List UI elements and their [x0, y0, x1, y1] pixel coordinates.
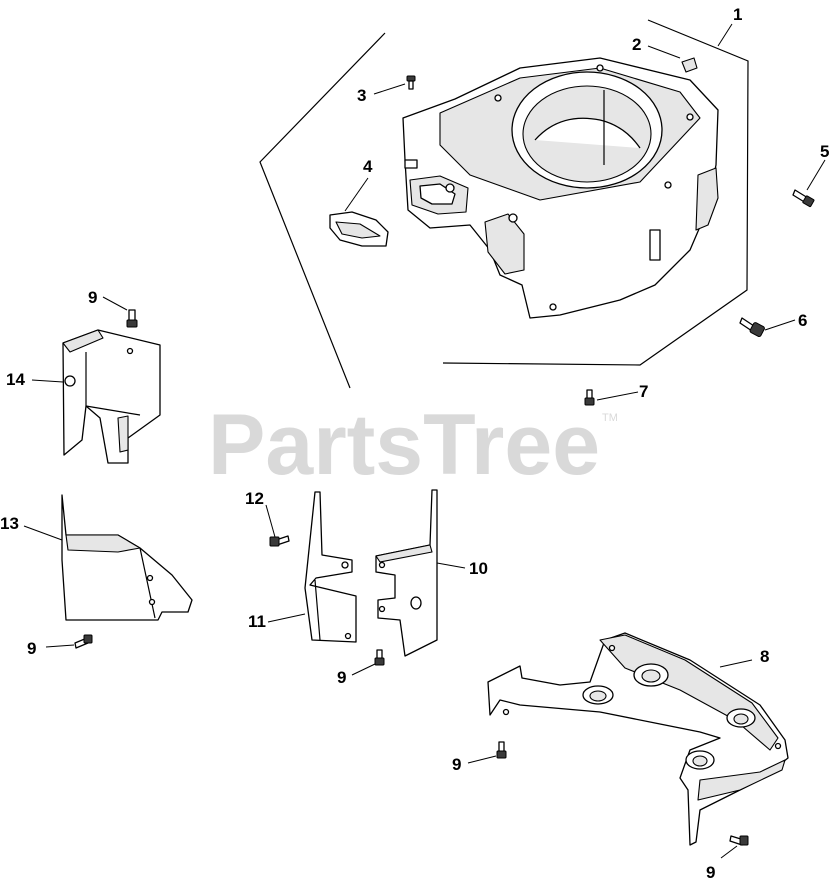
watermark-text: PartsTree	[208, 397, 600, 493]
part-shroud-13	[61, 494, 193, 621]
callout-9-e: 9	[706, 863, 715, 882]
part-small-baffle	[329, 211, 389, 247]
part-bolt-6	[739, 317, 765, 338]
callout-6: 6	[798, 311, 807, 330]
part-bolt-5	[792, 189, 815, 208]
part-base-baffle-8	[487, 632, 789, 846]
callout-1: 1	[733, 5, 742, 24]
part-bracket-10	[375, 489, 438, 657]
part-screw-12	[269, 535, 290, 547]
callout-14: 14	[6, 370, 25, 389]
kit-bracket	[259, 19, 749, 389]
callout-7: 7	[639, 382, 648, 401]
callout-4: 4	[363, 157, 373, 176]
callout-12: 12	[245, 489, 264, 508]
part-bracket-11	[304, 491, 357, 643]
watermark-trademark: TM	[602, 412, 618, 424]
callout-3: 3	[357, 86, 366, 105]
part-screw-9-b	[74, 634, 93, 649]
callout-10: 10	[469, 559, 488, 578]
part-plate	[681, 57, 698, 73]
callout-9-c: 9	[337, 668, 346, 687]
part-screw-9-e	[729, 835, 749, 846]
callout-2: 2	[632, 35, 641, 54]
callout-9-b: 9	[27, 639, 36, 658]
callouts: 1 2 3 4 5 6 7 8 9 9 9 9 9 10 11 12 13 14	[0, 5, 829, 882]
callout-11: 11	[248, 612, 266, 631]
part-screw-7	[584, 389, 595, 406]
part-screw-9-c	[374, 649, 385, 666]
callout-9-d: 9	[452, 755, 461, 774]
callout-9-a: 9	[88, 288, 97, 307]
callout-13: 13	[0, 514, 19, 533]
part-screw-9-a	[126, 309, 138, 328]
part-screw-3	[406, 75, 416, 90]
part-screw-9-d	[496, 741, 507, 759]
callout-8: 8	[760, 647, 769, 666]
callout-5: 5	[820, 142, 829, 161]
part-blower-housing	[402, 57, 719, 319]
part-shroud-14	[62, 329, 161, 464]
leader-lines	[23, 23, 826, 859]
